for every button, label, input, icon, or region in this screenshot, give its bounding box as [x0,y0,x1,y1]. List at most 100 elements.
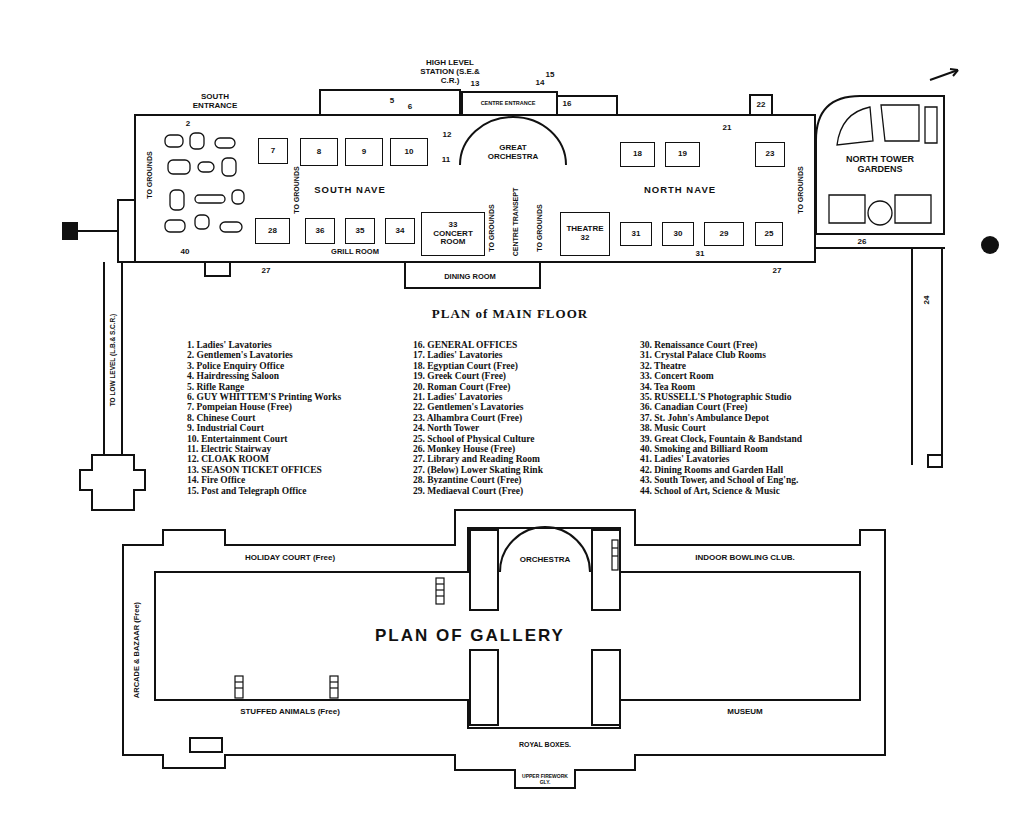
key-entry: 11. Electric Stairway [187,444,271,454]
plan-line [235,676,243,698]
plan-line [911,248,913,465]
plan-line [928,455,942,467]
room-text: GREAT ORCHESTRA [478,144,548,162]
garden-bed [881,105,919,141]
plan-line [436,595,444,596]
plan-title: PLAN of MAIN FLOOR [432,307,588,321]
plan-label: SOUTH NAVE [314,185,386,195]
plan-label: 5 [390,97,394,106]
gallery-label: UPPER FIREWORK GLY. [520,774,570,785]
plan-line [612,540,618,570]
room-box: 18 [620,142,655,167]
plan-line [750,95,772,115]
ink-blot [981,236,999,254]
key-entry: 44. School of Art, Science & Music [640,486,780,496]
room-text: 8 [317,148,321,157]
plan-line [103,262,105,455]
gallery-label: MUSEUM [727,708,763,717]
room-text: 30 [674,230,683,239]
room-box: 29 [704,222,744,246]
room-text: 33 [449,221,458,230]
plan-line [930,70,958,80]
room-box: 33CONCERT ROOM [421,212,485,256]
room-box: 7 [258,138,288,164]
key-entry: 27. Library and Reading Room [413,454,540,464]
plan-line [78,230,118,232]
room-text: 34 [396,227,405,236]
key-entry: 36. Canadian Court (Free) [640,402,747,412]
plan-label: 31 [696,250,705,259]
plan-label: 26 [858,238,867,247]
plan-line [612,555,618,556]
plan-label: GRILL ROOM [331,248,379,256]
room-text: 10 [405,148,414,157]
plan-line [330,681,338,682]
room-text: 25 [765,230,774,239]
plan-label: TO GROUNDS [488,204,496,251]
gallery-label: ORCHESTRA [520,556,571,565]
room-text: 31 [632,230,641,239]
key-entry: 37. St. John's Ambulance Depot [640,413,769,423]
room-box: 19 [665,142,700,167]
plan-label: 11 [442,156,450,165]
plan-line [436,583,444,584]
plan-label: TO GROUNDS [797,166,805,213]
plan-label: 15 [546,71,555,80]
plan-line [118,200,135,262]
plan-line [235,681,243,682]
key-entry: 27. (Below) Lower Skating Rink [413,465,543,475]
plan-line [612,547,618,548]
key-entry: 12. CLOAK ROOM [187,454,269,464]
plan-line [815,247,945,249]
gallery-label: INDOOR BOWLING CLUB. [695,554,795,563]
key-entry: 21. Ladies' Lavatories [413,392,502,402]
key-entry: 7. Pompeian House (Free) [187,402,292,412]
room-box: 10 [390,138,428,166]
plan-label: CENTRE TRANSEPT [512,188,520,256]
gallery-label: STUFFED ANIMALS (Free) [240,708,340,717]
key-entry: 19. Greek Court (Free) [413,371,506,381]
plan-line [198,162,214,172]
room-text: NORTH TOWER GARDENS [840,155,920,175]
key-entry: 18. Egyptian Court (Free) [413,361,518,371]
key-entry: 29. Mediaeval Court (Free) [413,486,523,496]
room-text: 18 [633,150,642,159]
orchestra-shape: GREAT ORCHESTRA [458,115,568,165]
plan-line [195,215,209,229]
plan-line [436,578,444,604]
key-entry: 6. GUY WHITTEM'S Printing Works [187,392,341,402]
key-entry: 28. Byzantine Court (Free) [413,475,522,485]
key-entry: 16. GENERAL OFFICES [413,340,517,350]
key-entry: 26. Monkey House (Free) [413,444,515,454]
garden-fountain [868,201,892,225]
plan-line [592,650,620,725]
plan-line [232,190,244,204]
plan-line [235,687,243,688]
room-box: 9 [345,138,383,166]
plan-line [155,528,860,728]
room-text: 9 [362,148,366,157]
garden-bed [925,107,937,143]
key-entry: 38. Music Court [640,423,706,433]
plan-line [80,455,145,510]
plan-line [462,92,557,115]
room-box: 25 [755,222,783,246]
entrance-block [62,222,78,240]
key-entry: 20. Roman Court (Free) [413,382,510,392]
gallery-label: HOLIDAY COURT (Free) [245,554,335,563]
key-entry: 23. Alhambra Court (Free) [413,413,522,423]
plan-line [135,115,815,262]
key-entry: 15. Post and Telegraph Office [187,486,307,496]
plan-line [405,262,540,288]
key-entry: 33. Concert Room [640,371,714,381]
key-entry: 31. Crystal Palace Club Rooms [640,350,766,360]
garden-bed [895,195,931,223]
room-box: 36 [305,218,335,244]
plan-label: 40 [181,248,190,257]
plan-line [170,190,184,210]
plan-label: 12 [443,131,452,140]
room-box: 31 [620,222,652,246]
key-entry: 22. Gentlemen's Lavatories [413,402,524,412]
garden-bed [837,107,873,145]
